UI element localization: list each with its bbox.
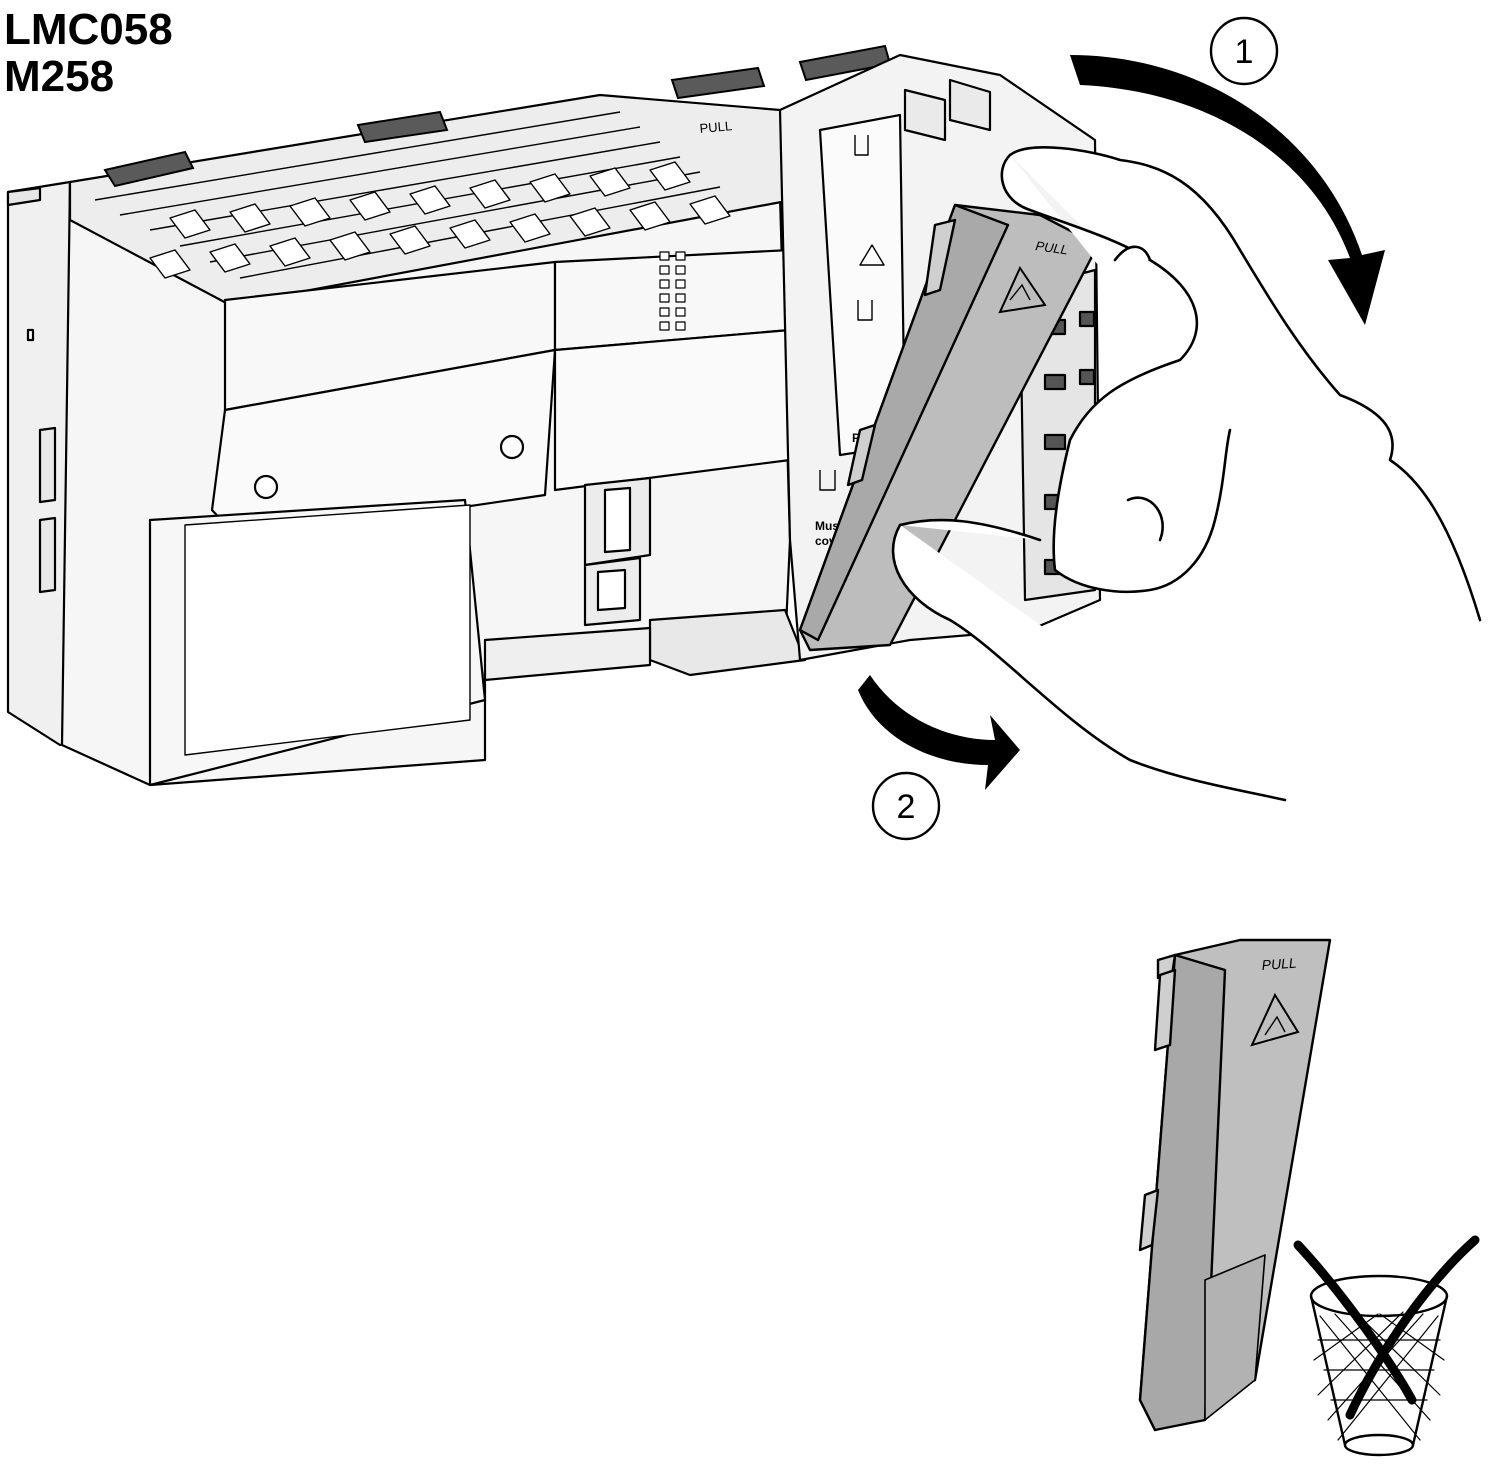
curved-arrow-icon xyxy=(1070,55,1385,325)
step-badge-2: 2 xyxy=(871,771,941,841)
do-not-discard-icon xyxy=(1293,1235,1480,1457)
product-model-m258: M258 xyxy=(4,52,115,101)
esd-warning-icon-detached xyxy=(1250,992,1300,1047)
pull-label-detached: PULL xyxy=(1261,955,1297,973)
step-number-2: 2 xyxy=(897,788,916,826)
pull-label-slot: PULL xyxy=(699,118,733,136)
product-title: LMC058 M258 xyxy=(4,6,173,100)
step-number-1: 1 xyxy=(1235,33,1254,71)
terminal-latches xyxy=(103,44,892,188)
hand-outline xyxy=(891,146,1482,802)
slot-cover-in-hand xyxy=(798,203,1100,652)
detached-slot-cover xyxy=(1138,938,1332,1432)
product-model-lmc058: LMC058 xyxy=(4,5,173,54)
must-label-fragment: Mus xyxy=(815,519,839,533)
step-badge-1: 1 xyxy=(1209,16,1279,86)
esd-warning-icon xyxy=(998,265,1047,314)
controller-unit xyxy=(6,93,807,787)
pull-label-cover: PULL xyxy=(1035,238,1069,257)
curved-arrow-icon-lower xyxy=(858,675,1020,790)
